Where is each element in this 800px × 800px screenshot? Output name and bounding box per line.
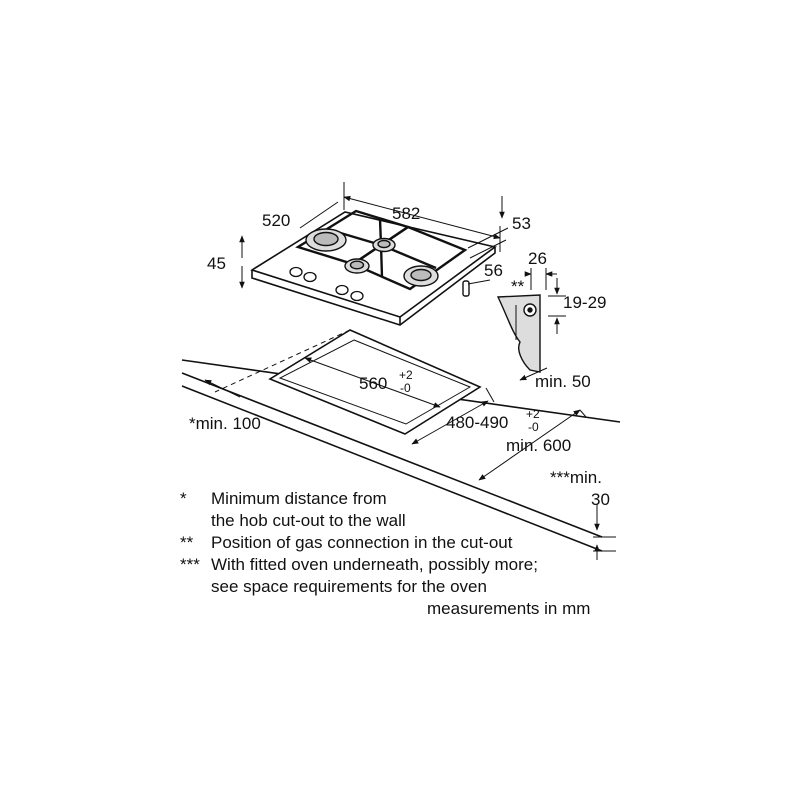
hob-dimension-lines	[239, 182, 509, 289]
cutout-depth-tol-minus: -0	[528, 420, 539, 434]
connector-offset-label: 56	[484, 261, 503, 280]
cutout-width-label: 560	[359, 374, 387, 393]
burner-rear-right-icon	[372, 237, 396, 253]
footnote-gas-connection: ** Position of gas connection in the cut…	[180, 532, 620, 554]
connector-depth-label: 53	[512, 214, 531, 233]
gas-marker-label: **	[511, 277, 525, 296]
control-knobs	[289, 266, 364, 302]
burners	[305, 228, 439, 287]
footnote-text-continued: see space requirements for the oven	[211, 577, 487, 596]
footnote-text: Minimum distance from	[211, 489, 387, 508]
min-rear-label: min. 50	[535, 372, 591, 391]
bracket-dimension-lines	[519, 268, 566, 381]
min-worktop-label: min. 600	[506, 436, 571, 455]
cutout-width-tol-minus: -0	[400, 381, 411, 395]
cutout-dimension-lines	[204, 329, 616, 560]
wok-burner-icon	[305, 228, 347, 252]
min-thickness-label: ***min.	[550, 468, 602, 487]
burner-front-left-icon	[344, 258, 370, 274]
footnote-wall-distance: * Minimum distance from	[180, 488, 620, 510]
bracket-height-label: 19-29	[563, 293, 606, 312]
min-thickness-value: 30	[591, 490, 610, 509]
knob-icon	[289, 266, 303, 278]
footnote-marker: **	[180, 533, 194, 552]
footnote-text-continued: the hob cut-out to the wall	[211, 511, 406, 530]
footnote-oven: *** With fitted oven underneath, possibl…	[180, 554, 620, 576]
cutout-depth-tol-plus: +2	[526, 407, 540, 421]
footnote-marker: ***	[180, 555, 200, 574]
footnotes: * Minimum distance from the hob cut-out …	[180, 488, 620, 598]
knob-icon	[335, 284, 349, 296]
hob-width-label: 582	[392, 204, 420, 223]
cutout-depth-label: 480-490	[446, 413, 508, 432]
knob-icon	[303, 271, 317, 283]
min-wall-label: *min. 100	[189, 414, 261, 433]
bracket-width-label: 26	[528, 249, 547, 268]
units-label: measurements in mm	[427, 599, 591, 618]
footnote-marker: *	[180, 489, 187, 508]
side-bracket	[496, 294, 541, 373]
footnote-text: With fitted oven underneath, possibly mo…	[211, 555, 538, 574]
cutout-width-tol-plus: +2	[399, 368, 413, 382]
footnote-text: Position of gas connection in the cut-ou…	[211, 533, 513, 552]
gas-connector-icon	[462, 280, 470, 297]
hob-depth-label: 520	[262, 211, 290, 230]
hob-height-label: 45	[207, 254, 226, 273]
burner-front-right-icon	[403, 265, 439, 287]
knob-icon	[350, 290, 364, 302]
